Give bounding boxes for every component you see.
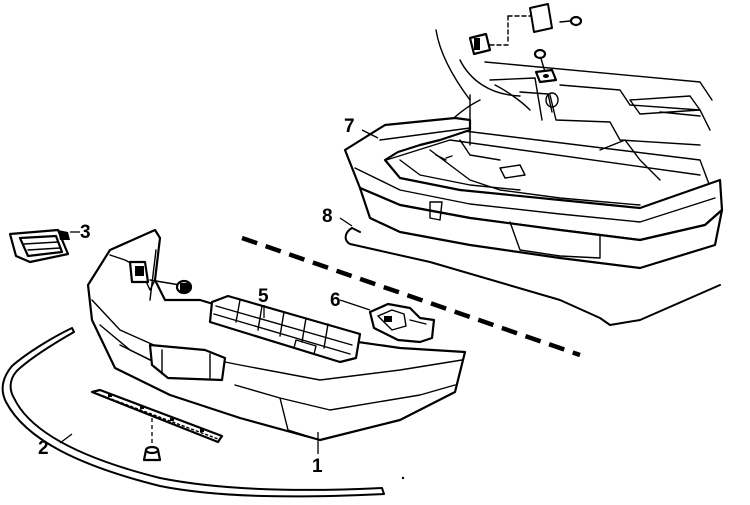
clip-icon (142, 418, 162, 462)
bolt-icon (559, 15, 583, 27)
callout-1: 1 (312, 456, 323, 477)
callout-8: 8 (322, 206, 333, 227)
front-bumper-strip (1, 327, 385, 498)
callout-5: 5 (258, 286, 269, 307)
grille-reinforcement (208, 294, 362, 364)
nut-icon (533, 48, 558, 84)
bumper-bracket (368, 302, 436, 344)
callout-6: 6 (330, 290, 341, 311)
bolt-icon (149, 279, 193, 295)
mount-plate (489, 3, 553, 46)
callout-2: 2 (38, 438, 49, 459)
rear-bumper-strip (344, 227, 721, 326)
speck (401, 476, 405, 480)
lower-spoiler-strip (90, 388, 224, 444)
callout-3: 3 (80, 222, 91, 243)
clip-icon (468, 32, 492, 56)
separator-line (241, 235, 581, 358)
side-marker-lamp (8, 228, 70, 264)
callout-7: 7 (344, 116, 355, 137)
rear-bumper (343, 116, 724, 270)
leader-lines (59, 129, 379, 454)
car-rear-body (369, 3, 716, 206)
